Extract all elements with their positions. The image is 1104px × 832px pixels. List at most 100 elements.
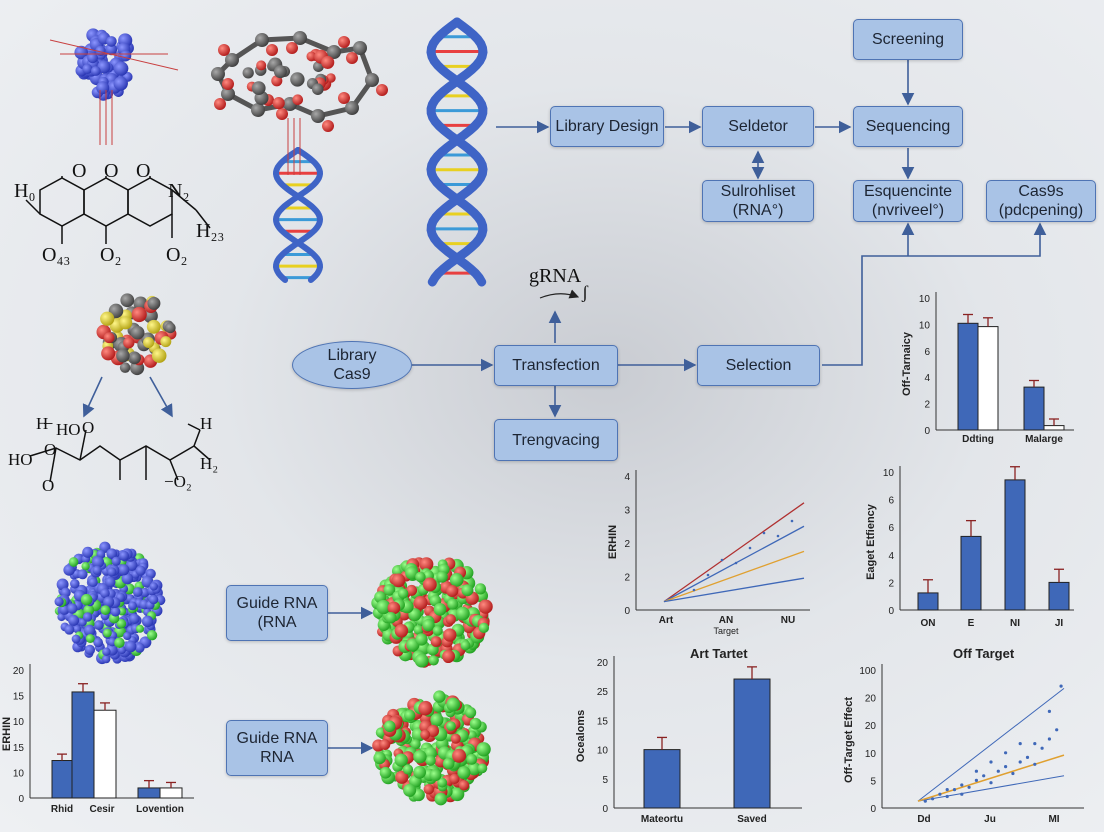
sequencing-box[interactable]: Sequencing — [853, 106, 963, 147]
dna-backbone — [272, 147, 324, 283]
data-point — [790, 519, 794, 523]
protein-molecule-icon — [96, 293, 177, 376]
dna-helix-icon — [426, 17, 488, 287]
atom — [402, 764, 414, 775]
bar — [137, 787, 161, 799]
x-tick-label: ON — [921, 618, 936, 629]
atom — [376, 84, 388, 96]
chem-label: O — [82, 418, 95, 437]
bar — [917, 592, 939, 611]
atom — [130, 325, 145, 340]
dna-backbone — [426, 17, 488, 287]
x-tick-label: Cesir — [89, 804, 114, 815]
atom — [413, 765, 427, 779]
guide-rna-box-1[interactable]: Guide RNA(RNA — [226, 585, 328, 641]
atom — [255, 33, 269, 47]
x-tick-label: Art — [659, 615, 674, 626]
data-point — [974, 769, 978, 773]
atom — [149, 582, 158, 591]
esquencinte-box[interactable]: Esquencinte(nvriveel°) — [853, 180, 963, 222]
atom — [96, 81, 110, 95]
atom — [322, 120, 334, 132]
atom — [211, 67, 225, 81]
atom — [458, 780, 470, 791]
y-tick-label: 20 — [865, 721, 877, 732]
atom — [446, 697, 461, 712]
x-tick-label: Mateortu — [641, 814, 683, 825]
cas9s-box[interactable]: Cas9s(pdcpening) — [986, 180, 1096, 222]
chem-label: O₂ — [166, 244, 188, 266]
atom — [147, 296, 161, 310]
atom — [430, 713, 444, 727]
atom — [465, 707, 477, 719]
atom — [306, 51, 317, 62]
atom — [406, 584, 418, 596]
y-tick-label: 10 — [919, 320, 931, 331]
atom — [103, 628, 112, 638]
box-label: (RNA — [257, 614, 297, 631]
atom — [394, 753, 408, 767]
atom — [82, 63, 93, 74]
atom — [103, 596, 115, 608]
seldetor-box[interactable]: Seldetor — [702, 106, 814, 147]
atom — [286, 42, 298, 54]
trengvacing-box[interactable]: Trengvacing — [494, 419, 618, 461]
y-tick-label: 15 — [13, 743, 25, 754]
atom — [345, 101, 359, 115]
selection-box[interactable]: Selection — [697, 345, 820, 386]
bar — [1043, 425, 1065, 431]
atom — [164, 322, 176, 334]
y-tick-label: 15 — [13, 692, 25, 703]
transfection-box[interactable]: Transfection — [494, 345, 618, 386]
atom — [266, 44, 278, 56]
atom — [383, 720, 396, 733]
protein-molecule-icon — [74, 28, 134, 101]
atom — [129, 613, 140, 624]
atom — [90, 66, 101, 76]
atom — [432, 625, 443, 636]
atom — [92, 565, 102, 575]
y-tick-label: 4 — [888, 551, 894, 562]
atom — [116, 348, 130, 363]
atom — [102, 654, 111, 664]
y-tick-label: 4 — [624, 472, 630, 483]
atom — [446, 584, 459, 598]
atom — [433, 690, 446, 703]
y-axis-label: ERHIN — [1, 717, 13, 751]
atom — [135, 565, 146, 576]
box-label: Trengvacing — [512, 431, 600, 449]
atom — [67, 603, 78, 614]
atom — [106, 36, 117, 47]
atom — [414, 653, 429, 668]
chemical-structure-icon — [29, 423, 211, 483]
atom — [419, 557, 434, 572]
atom — [442, 649, 456, 663]
atom — [133, 296, 148, 311]
atom — [119, 550, 130, 561]
atom — [373, 751, 386, 765]
atom — [420, 729, 431, 740]
data-point — [960, 792, 964, 796]
atom — [151, 348, 167, 363]
box-label: Screening — [871, 31, 945, 48]
atom — [379, 766, 392, 779]
box-label: Library Design — [555, 118, 659, 135]
atom — [385, 612, 397, 624]
library-design-box[interactable]: Library Design — [550, 106, 664, 147]
atom — [452, 748, 467, 763]
atom — [413, 595, 428, 610]
x-tick-label: Ju — [984, 814, 996, 825]
atom — [251, 81, 266, 95]
confidence-band-line — [917, 688, 1065, 802]
screening-box[interactable]: Screening — [853, 19, 963, 60]
sulrohliset-box[interactable]: Sulrohliset(RNA°) — [702, 180, 814, 222]
atom — [256, 60, 267, 71]
atom — [391, 573, 406, 588]
y-tick-label: 25 — [597, 687, 609, 698]
series-line — [663, 525, 805, 603]
atom — [478, 622, 490, 634]
